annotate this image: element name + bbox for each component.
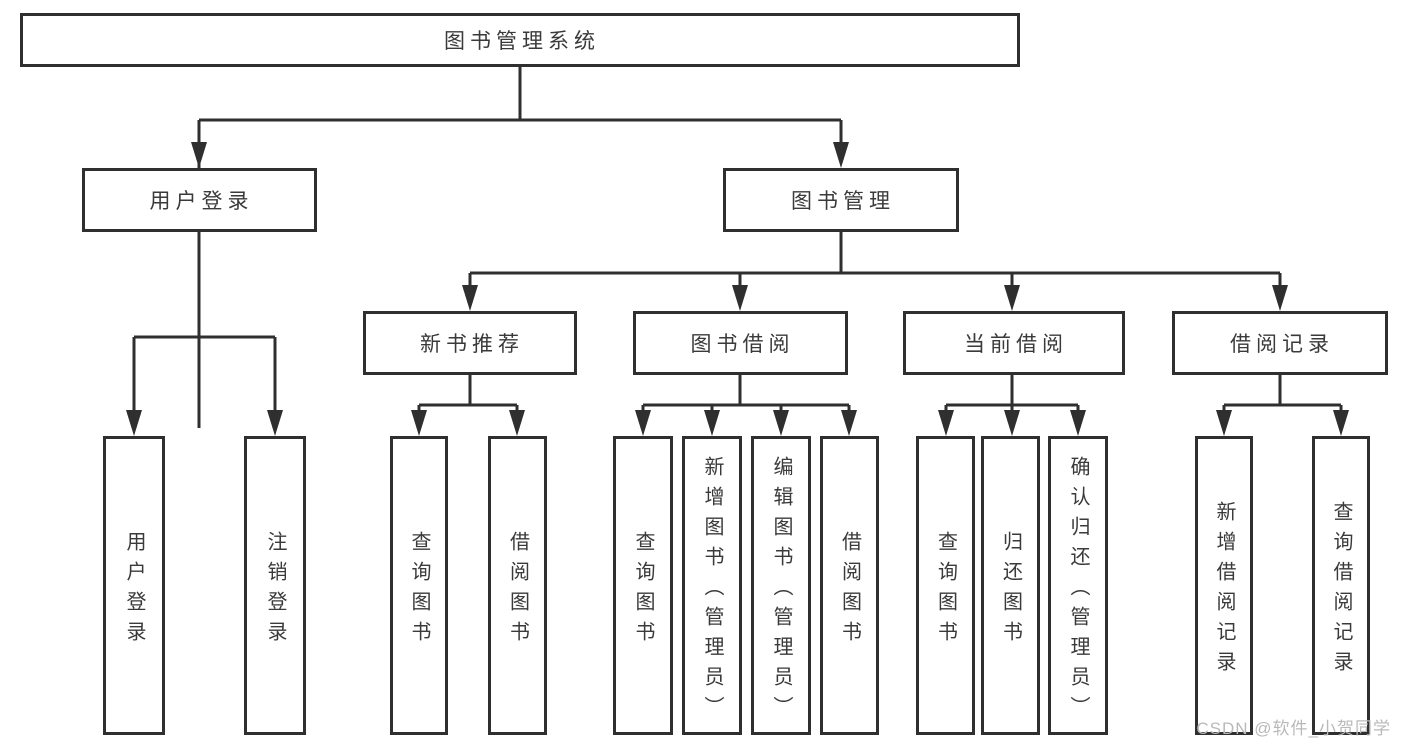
leaf-add-books-admin: 新增图书（管理员） <box>682 436 742 735</box>
node-borrowing-records: 借阅记录 <box>1172 311 1388 375</box>
csdn-watermark: CSDN @软件_小贺同学 <box>1196 719 1391 738</box>
node-label: 当前借阅 <box>964 333 1068 356</box>
leaf-label: 查询图书 <box>934 530 957 651</box>
node-label: 图书管理 <box>791 190 895 213</box>
leaf-query-books-3: 查询图书 <box>916 436 975 735</box>
leaf-label: 编辑图书（管理员） <box>770 455 792 726</box>
leaf-label: 借阅图书 <box>506 530 529 651</box>
leaf-label: 查询借阅记录 <box>1330 500 1352 681</box>
leaf-label: 注销登录 <box>264 530 286 651</box>
leaf-label: 用户登录 <box>123 530 145 651</box>
leaf-borrow-books-2: 借阅图书 <box>820 436 879 735</box>
leaf-edit-books-admin: 编辑图书（管理员） <box>751 436 811 735</box>
node-book-borrowing: 图书借阅 <box>633 311 848 375</box>
leaf-add-borrow-record: 新增借阅记录 <box>1195 436 1253 735</box>
leaf-label: 查询图书 <box>632 530 654 651</box>
leaf-query-books-2: 查询图书 <box>613 436 673 735</box>
leaf-borrow-books-1: 借阅图书 <box>488 436 547 735</box>
leaf-label: 查询图书 <box>408 530 430 651</box>
leaf-return-books: 归还图书 <box>981 436 1040 735</box>
leaf-label: 确认归还（管理员） <box>1067 455 1089 726</box>
leaf-logout: 注销登录 <box>244 436 306 735</box>
node-label: 用户登录 <box>149 190 254 213</box>
leaf-user-login: 用户登录 <box>103 436 165 735</box>
node-user-login: 用户登录 <box>82 168 317 232</box>
node-book-management-system: 图书管理系统 <box>20 13 1020 67</box>
leaf-label: 新增借阅记录 <box>1213 500 1235 681</box>
node-label: 图书借阅 <box>690 333 795 356</box>
node-label: 图书管理系统 <box>444 30 600 53</box>
leaf-confirm-return-admin: 确认归还（管理员） <box>1048 436 1108 735</box>
leaf-label: 新增图书（管理员） <box>701 455 723 726</box>
leaf-label: 借阅图书 <box>838 530 861 651</box>
node-label: 借阅记录 <box>1230 333 1334 356</box>
node-new-book-recommendation: 新书推荐 <box>363 311 577 375</box>
node-book-management: 图书管理 <box>723 168 959 232</box>
leaf-label: 归还图书 <box>999 530 1022 651</box>
leaf-query-borrow-record: 查询借阅记录 <box>1312 436 1370 735</box>
leaf-query-books-1: 查询图书 <box>390 436 448 735</box>
node-label: 新书推荐 <box>420 333 524 356</box>
node-current-borrowing: 当前借阅 <box>903 311 1125 375</box>
